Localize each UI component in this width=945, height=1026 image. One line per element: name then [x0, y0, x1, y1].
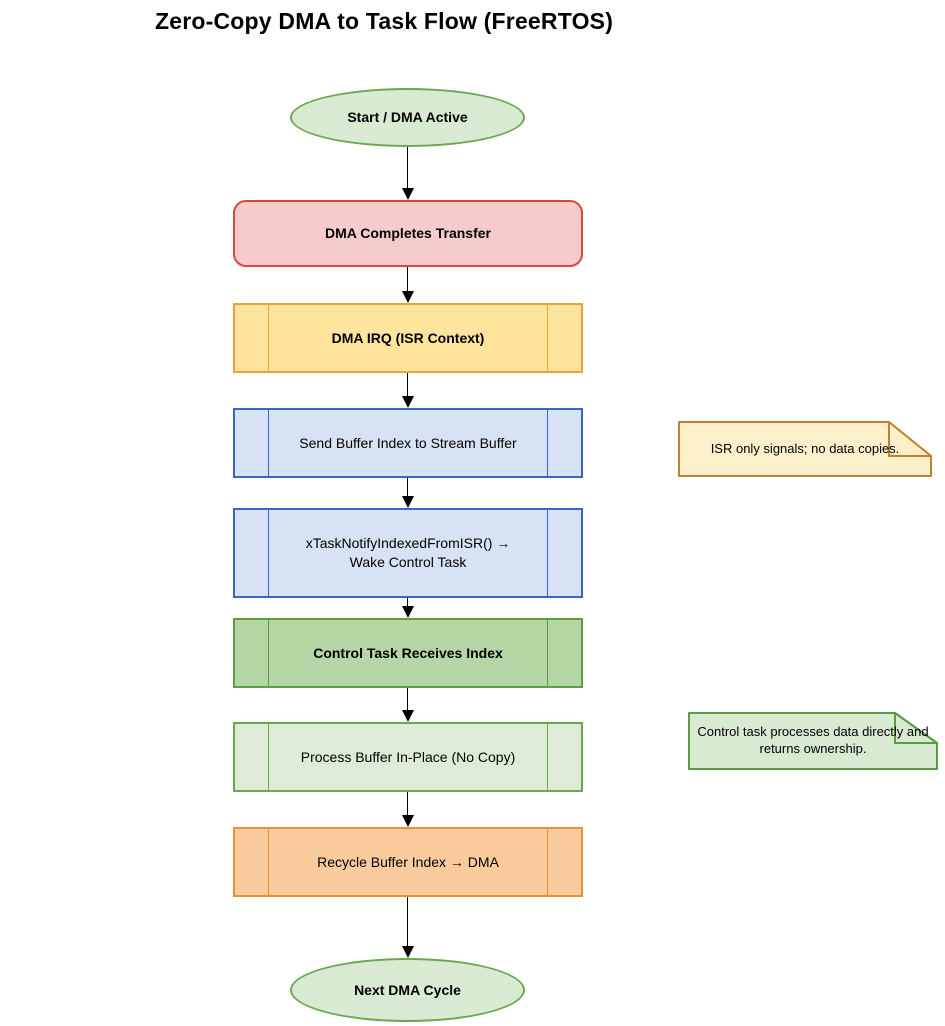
arrow-shaft: [406, 897, 409, 946]
process-divider-right: [547, 620, 548, 686]
process-divider-left: [268, 305, 269, 371]
node-control-task-receives-index[interactable]: Control Task Receives Index: [233, 618, 583, 688]
arrow-head-icon: [401, 188, 414, 200]
arrow-shaft: [406, 598, 409, 606]
flow-arrow: [401, 688, 414, 722]
node-start-dma-active[interactable]: Start / DMA Active: [290, 88, 525, 147]
note-shape: [678, 421, 932, 477]
arrow-shaft: [406, 478, 409, 496]
arrow-head-icon: [401, 815, 414, 827]
node-dma-irq[interactable]: DMA IRQ (ISR Context): [233, 303, 583, 373]
node-label: Next DMA Cycle: [354, 981, 461, 998]
node-label: Process Buffer In-Place (No Copy): [300, 748, 516, 765]
node-label: DMA IRQ (ISR Context): [331, 329, 485, 346]
note-body: [688, 712, 938, 770]
node-next-dma-cycle[interactable]: Next DMA Cycle: [290, 958, 525, 1022]
node-process-buffer-in-place[interactable]: Process Buffer In-Place (No Copy): [233, 722, 583, 792]
arrow-head-icon: [401, 710, 414, 722]
note-text: ISR only signals; no data copies.: [710, 440, 900, 456]
process-divider-right: [547, 724, 548, 790]
arrow-head-icon: [401, 396, 414, 408]
arrow-shaft: [406, 792, 409, 815]
arrow-shaft: [406, 688, 409, 710]
node-task-notify-from-isr[interactable]: xTaskNotifyIndexedFromISR() → Wake Contr…: [233, 508, 583, 598]
node-label: xTaskNotifyIndexedFromISR() → Wake Contr…: [305, 535, 511, 570]
arrow-shaft: [406, 147, 409, 188]
arrow-head-icon: [401, 291, 414, 303]
flow-arrow: [401, 598, 414, 618]
note-text: Control task processes data directly and…: [697, 724, 929, 756]
node-send-buffer-index[interactable]: Send Buffer Index to Stream Buffer: [233, 408, 583, 478]
note-shape: [688, 712, 938, 770]
node-label: DMA Completes Transfer: [325, 225, 491, 242]
node-recycle-buffer-index[interactable]: Recycle Buffer Index → DMA: [233, 827, 583, 897]
arrow-shaft: [406, 373, 409, 396]
process-divider-right: [547, 410, 548, 476]
flow-arrow: [401, 373, 414, 408]
process-divider-left: [268, 620, 269, 686]
arrow-shaft: [406, 267, 409, 291]
process-divider-left: [268, 410, 269, 476]
flow-arrow: [401, 792, 414, 827]
note-fold-corner: [894, 712, 938, 744]
process-divider-right: [547, 510, 548, 596]
node-label: Control Task Receives Index: [313, 644, 503, 661]
note-control-task-ownership[interactable]: Control task processes data directly and…: [688, 712, 938, 770]
diagram-title: Zero-Copy DMA to Task Flow (FreeRTOS): [155, 8, 614, 34]
node-label: Recycle Buffer Index → DMA: [317, 853, 499, 870]
node-dma-completes-transfer[interactable]: DMA Completes Transfer: [233, 200, 583, 267]
arrow-head-icon: [401, 606, 414, 618]
flow-arrow: [401, 897, 414, 958]
node-label: Send Buffer Index to Stream Buffer: [299, 434, 517, 451]
node-label: Start / DMA Active: [347, 109, 468, 126]
flow-arrow: [401, 267, 414, 303]
arrow-head-icon: [401, 946, 414, 958]
note-fold-corner: [888, 421, 932, 457]
note-isr-only-signals[interactable]: ISR only signals; no data copies.: [678, 421, 932, 477]
process-divider-right: [547, 305, 548, 371]
process-divider-right: [547, 829, 548, 895]
process-divider-left: [268, 829, 269, 895]
process-divider-left: [268, 724, 269, 790]
note-body: [678, 421, 932, 477]
flow-arrow: [401, 147, 414, 200]
arrow-head-icon: [401, 496, 414, 508]
process-divider-left: [268, 510, 269, 596]
flow-arrow: [401, 478, 414, 508]
